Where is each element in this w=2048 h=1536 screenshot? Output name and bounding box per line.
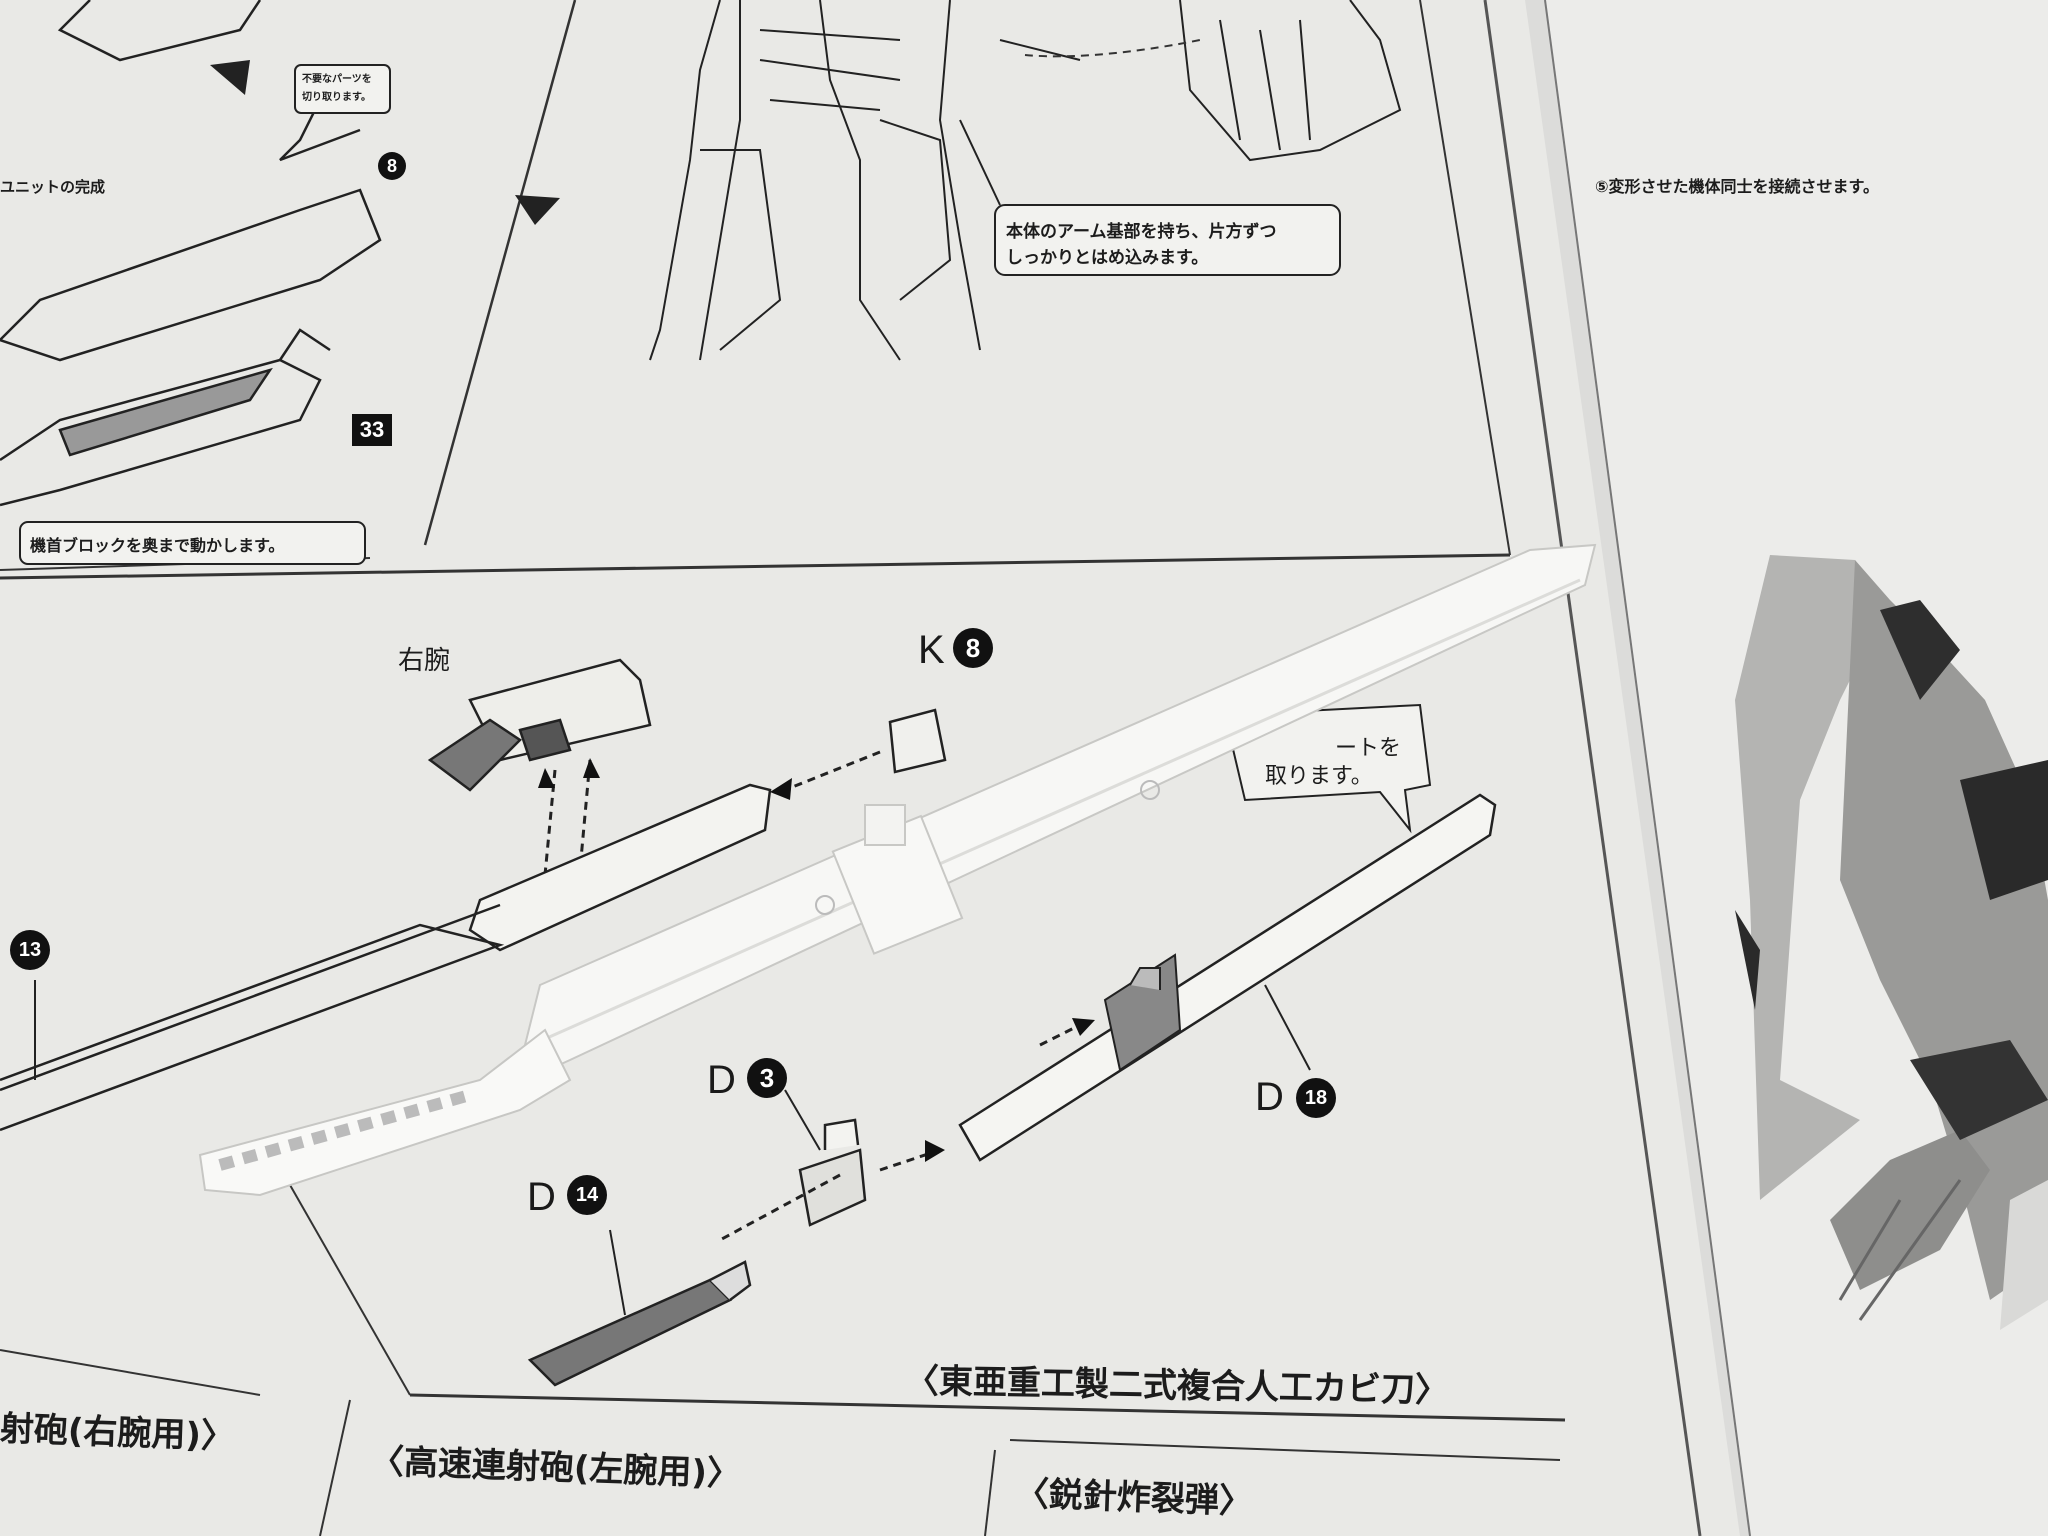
d3-number: 3 (747, 1058, 787, 1098)
d14-handle-lineart (527, 1260, 752, 1387)
remove-parts-mid-1: ートを (1335, 736, 1402, 761)
nose-block-note: 機首ブロックを奥まで動かします。 (30, 536, 285, 555)
part-8-marker: 8 (378, 152, 406, 180)
plastic-sprue-photo (198, 543, 1597, 1197)
right-arm-lineart (427, 658, 652, 792)
k8-letter: K (918, 628, 945, 672)
section-needle-title: 〈鋭針炸裂弾〉 (1014, 1473, 1254, 1523)
sword-sheath-lineart (958, 793, 1497, 1162)
k8-number: 8 (953, 628, 993, 668)
right-arm-label: 右腕 (398, 646, 451, 676)
remove-parts-note-2: 切り取ります。 (302, 92, 371, 103)
unit-complete-note: ユニットの完成 (0, 178, 106, 196)
remove-parts-note-1: 不要なパーツを (302, 74, 372, 85)
arm-base-note-1: 本体のアーム基部を持ち、片方ずつ (1006, 222, 1277, 242)
k8-part-lineart (888, 708, 947, 774)
mech-body-lineart (649, 0, 1402, 361)
connect-note: ⑤変形させた機体同士を接続させます。 (1595, 177, 1879, 196)
remove-parts-mid-2: 取ります。 (1265, 764, 1373, 789)
cannon-lineart (0, 783, 772, 1132)
arm-base-note-2: しっかりとはめ込みます。 (1006, 248, 1209, 268)
d3-part-lineart (798, 1118, 867, 1227)
part-33-marker: 33 (352, 414, 392, 446)
d14-number: 14 (567, 1175, 607, 1215)
part-13-marker: 13 (10, 930, 50, 970)
assembled-model-photo (1735, 555, 2048, 1330)
d3-letter: D (707, 1058, 736, 1102)
d18-number: 18 (1296, 1078, 1336, 1118)
d14-letter: D (527, 1175, 556, 1219)
instruction-sheet (0, 0, 1740, 1536)
section-right-cannon-title: 射砲(右腕用)〉 (0, 1408, 236, 1458)
d18-letter: D (1255, 1075, 1284, 1119)
section-sword-title: 〈東亜重工製二式複合人工カビ刀〉 (904, 1361, 1450, 1411)
mech-panel-lineart (0, 0, 382, 507)
